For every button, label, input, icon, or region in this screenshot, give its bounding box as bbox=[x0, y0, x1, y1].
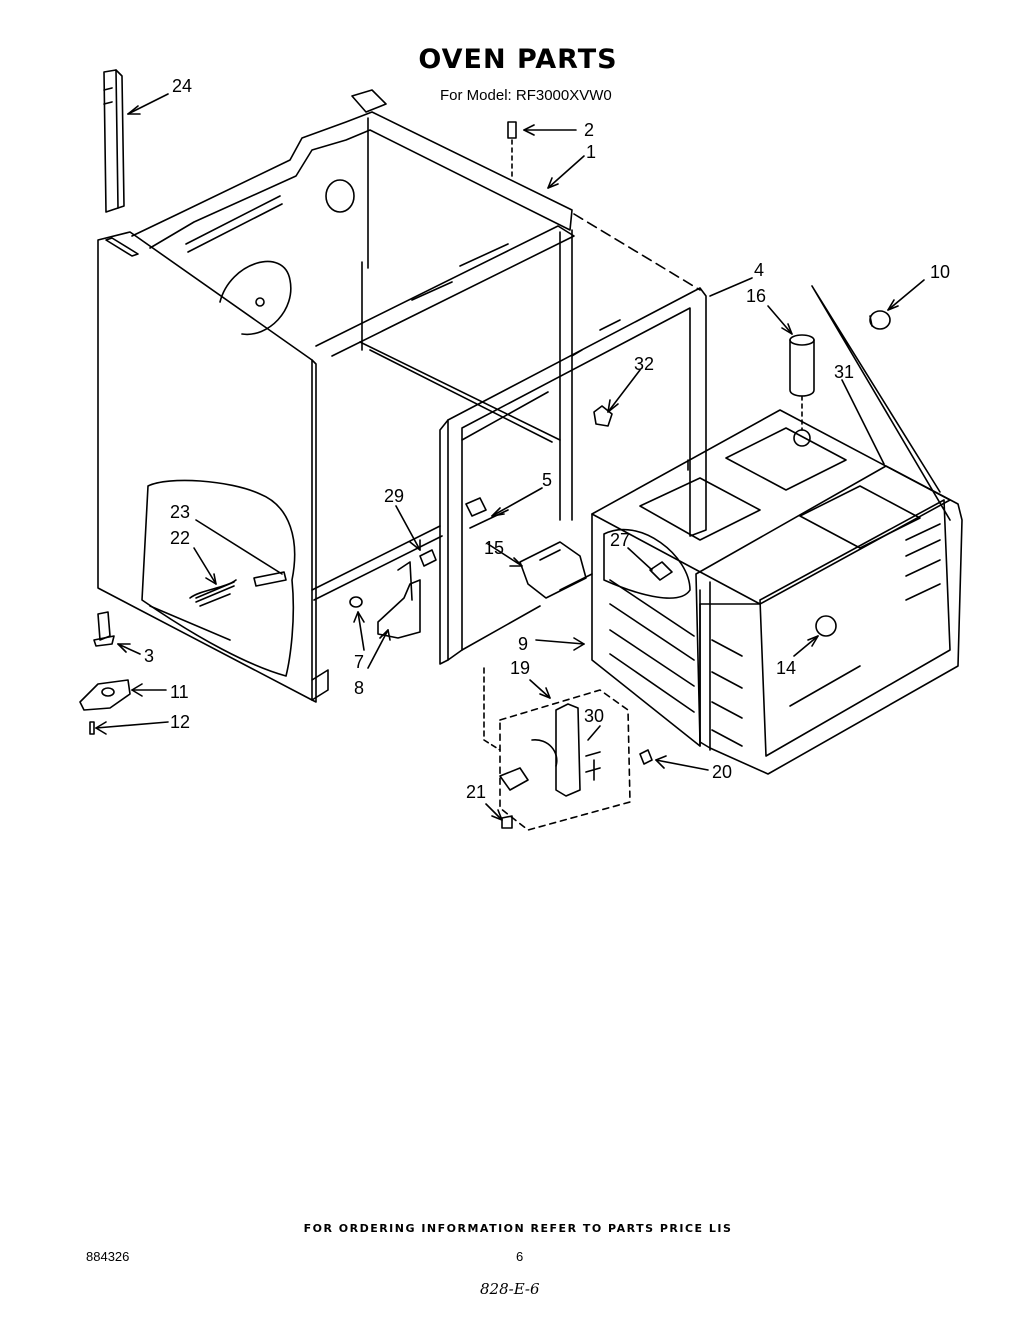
part-14-light bbox=[815, 615, 837, 637]
cabinet-left-panel bbox=[97, 231, 317, 703]
page-number: 6 bbox=[516, 1249, 524, 1264]
callout-10: 10 bbox=[930, 262, 950, 282]
part-7-8-hinge bbox=[349, 561, 421, 639]
part-31-gasket bbox=[695, 465, 963, 775]
callout-20: 20 bbox=[712, 762, 732, 782]
callout-23: 23 bbox=[170, 502, 190, 522]
callout-27: 27 bbox=[610, 530, 630, 550]
callout-12: 12 bbox=[170, 712, 190, 732]
callout-19: 19 bbox=[510, 658, 530, 678]
leader-lines bbox=[95, 93, 951, 821]
callout-7: 7 bbox=[354, 652, 364, 672]
page-title: OVEN PARTS bbox=[418, 44, 618, 75]
part-10-plug bbox=[869, 310, 891, 330]
callout-3: 3 bbox=[144, 646, 154, 666]
callout-32: 32 bbox=[634, 354, 654, 374]
part-24-bracket bbox=[103, 69, 125, 213]
part-4-front-frame bbox=[439, 287, 707, 665]
part-11-leg-bracket bbox=[79, 679, 131, 711]
callout-30: 30 bbox=[584, 706, 604, 726]
cabinet-duct-disc bbox=[219, 260, 292, 336]
callout-4: 4 bbox=[754, 260, 764, 280]
model-number: For Model: RF3000XVW0 bbox=[440, 87, 612, 104]
handwritten-code: 828-E-6 bbox=[480, 1280, 540, 1298]
callout-22: 22 bbox=[170, 528, 190, 548]
alignment-dashed-1 bbox=[573, 213, 701, 291]
part-19-30-door-hinge bbox=[483, 667, 653, 831]
callout-9: 9 bbox=[518, 634, 528, 654]
callout-29: 29 bbox=[384, 486, 404, 506]
callout-24: 24 bbox=[172, 76, 192, 96]
callout-16: 16 bbox=[746, 286, 766, 306]
callout-14: 14 bbox=[776, 658, 796, 678]
part-29-bushing bbox=[419, 549, 437, 567]
part-32-knob bbox=[593, 405, 613, 427]
cabinet-back-panel bbox=[131, 89, 573, 269]
part-3-leveling-leg bbox=[93, 611, 115, 647]
callout-labels: 24 2 1 4 16 10 32 31 29 5 23 22 15 27 3 … bbox=[144, 76, 950, 802]
part-27-latch bbox=[603, 528, 691, 599]
callout-11: 11 bbox=[170, 682, 189, 702]
callout-5: 5 bbox=[542, 470, 552, 490]
document-number: 884326 bbox=[86, 1249, 130, 1264]
cabinet-top-rails bbox=[315, 225, 575, 521]
callout-8: 8 bbox=[354, 678, 364, 698]
oven-liner bbox=[591, 409, 951, 747]
part-21-screw bbox=[501, 815, 513, 829]
part-5-15-rails bbox=[465, 497, 593, 599]
part-12-screw bbox=[89, 721, 95, 735]
callout-2: 2 bbox=[584, 120, 594, 140]
callout-21: 21 bbox=[466, 782, 486, 802]
callout-31: 31 bbox=[834, 362, 854, 382]
callout-1: 1 bbox=[586, 142, 596, 162]
cabinet-cutaway bbox=[141, 479, 296, 677]
part-16-vent-tube bbox=[789, 334, 815, 431]
ordering-note: FOR ORDERING INFORMATION REFER TO PARTS … bbox=[303, 1222, 733, 1235]
part-2-screw bbox=[507, 121, 517, 181]
callout-15: 15 bbox=[484, 538, 504, 558]
